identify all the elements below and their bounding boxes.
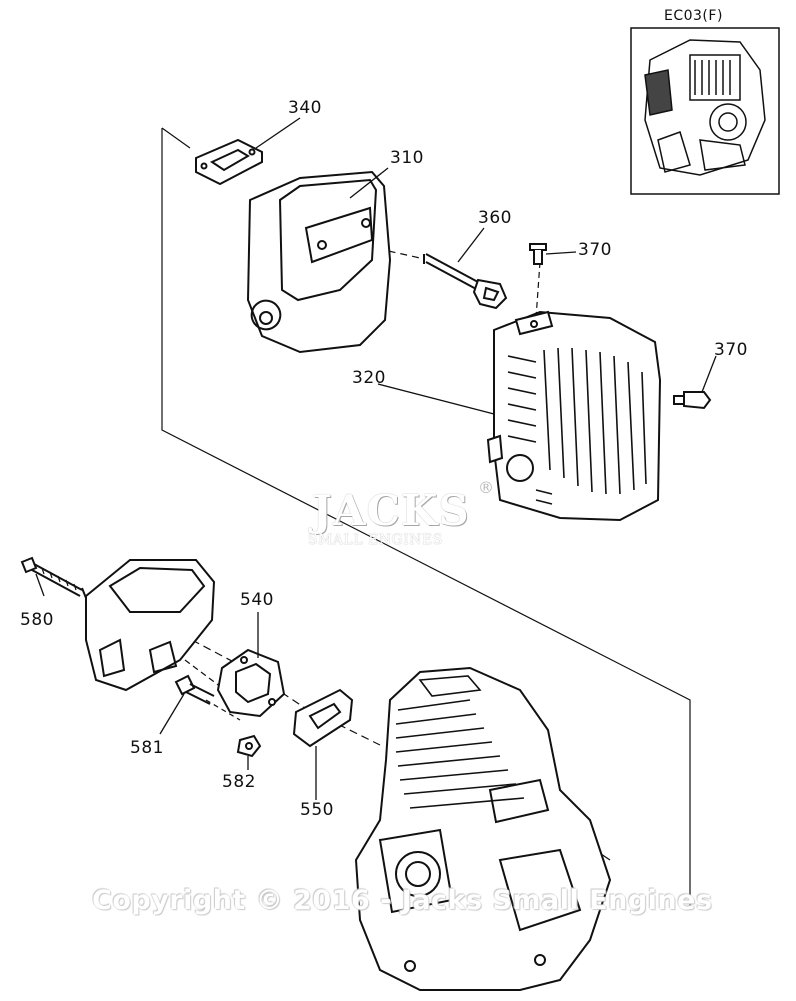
bolt-360 [423,253,508,310]
bolt-581 [174,674,215,705]
callout-580: 580 [20,610,54,630]
callout-360: 360 [478,208,512,228]
watermark-logo-sub: SMALL ENGINES [308,532,443,548]
copyright-watermark: Copyright © 2016 - Jacks Small Engines [92,885,713,916]
model-label: EC03(F) [664,8,723,24]
engine-thumbnail [630,27,780,195]
watermark-registered-mark: ® [478,478,494,497]
air-filter-housing [85,559,216,692]
muffler-310 [246,170,392,354]
callout-320: 320 [352,368,386,388]
gasket-340 [195,138,263,186]
callout-550: 550 [300,800,334,820]
callout-370-side: 370 [714,340,748,360]
nut-582 [236,734,262,758]
callout-310: 310 [390,148,424,168]
bolt-580 [20,556,87,599]
screw-370-top [529,243,547,265]
screw-370-side [673,391,712,410]
insulator-540 [216,648,286,718]
muffler-cover-320 [486,310,662,522]
engine-cylinder [354,666,612,991]
callout-582: 582 [222,772,256,792]
gasket-550 [292,688,354,748]
callout-370-top: 370 [578,240,612,260]
callout-340: 340 [288,98,322,118]
callout-540: 540 [240,590,274,610]
watermark-logo-name: JACKS [312,486,470,535]
leader-lines [35,117,717,800]
callout-581: 581 [130,738,164,758]
